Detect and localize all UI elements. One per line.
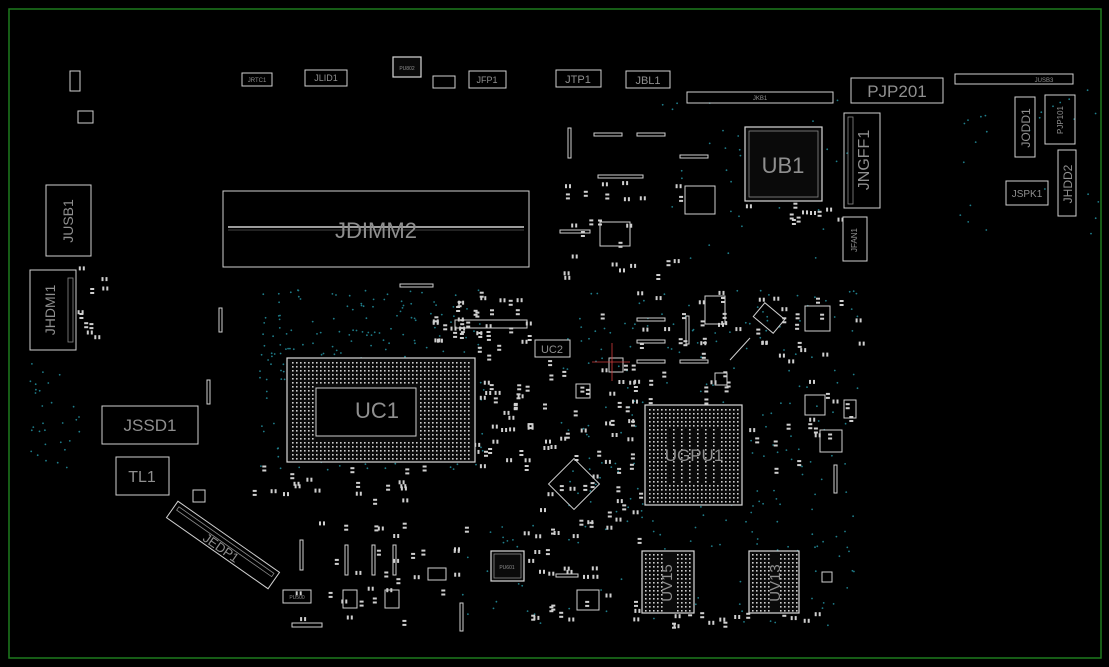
connector-pjp101[interactable]: PJP101 xyxy=(1044,94,1076,145)
board-outline xyxy=(8,8,1102,659)
connector-jfan1[interactable]: JFAN1 xyxy=(842,216,868,262)
connector-jhdmi1[interactable]: JHDMI1 xyxy=(29,269,77,351)
uv15-ball-grid xyxy=(645,554,691,612)
chip-uv13[interactable]: UV13 xyxy=(748,550,800,614)
chip-ugpu1-label: UGPU1 xyxy=(665,446,724,465)
connector-jhdd2-label: JHDD2 xyxy=(1061,164,1075,203)
connector-pjp201[interactable]: PJP201 xyxy=(850,77,944,104)
connector-jedp1[interactable]: JEDP1 xyxy=(165,500,281,590)
chip-uv15[interactable]: UV15 xyxy=(641,550,695,614)
connector-jssd1[interactable]: JSSD1 xyxy=(101,405,199,445)
connector-jlid1[interactable]: JLID1 xyxy=(304,69,348,87)
chip-pu500[interactable]: PU500 xyxy=(282,589,312,604)
misc-outlines xyxy=(69,70,857,632)
connector-jrtc1[interactable]: JRTC1 xyxy=(241,72,273,87)
connector-jbl1[interactable]: JBL1 xyxy=(625,70,671,89)
connector-jodd1[interactable]: JODD1 xyxy=(1014,96,1036,158)
chip-uv15-label: UV15 xyxy=(659,564,676,602)
connector-pjp201-label: PJP201 xyxy=(867,82,927,101)
chip-uc2[interactable]: UC2 xyxy=(534,339,571,358)
connector-jusb3-label: JUSB3 xyxy=(1035,78,1054,84)
connector-jhdd2[interactable]: JHDD2 xyxy=(1057,149,1077,217)
connector-jusb1-label: JUSB1 xyxy=(60,199,76,243)
chip-pu500-label: PU500 xyxy=(289,595,305,601)
chip-uc2-label: UC2 xyxy=(541,344,563,356)
chip-ub1-label: UB1 xyxy=(762,153,805,178)
connector-jfp1[interactable]: JFP1 xyxy=(468,70,507,89)
connector-jfp1-label: JFP1 xyxy=(476,75,497,85)
connector-jrtc1-label: JRTC1 xyxy=(248,78,267,84)
chip-uc1-label: UC1 xyxy=(355,398,399,423)
connector-jodd1-label: JODD1 xyxy=(1019,108,1033,148)
chip-ugpu1[interactable]: UGPU1 xyxy=(644,404,743,506)
connector-jssd1-label: JSSD1 xyxy=(124,416,177,435)
connector-jngff1[interactable]: JNGFF1 xyxy=(843,112,881,209)
via-layer xyxy=(29,89,1100,627)
connector-jhdmi1-label: JHDMI1 xyxy=(42,285,58,336)
cursor-crosshair xyxy=(592,343,630,381)
connector-jlid1-label: JLID1 xyxy=(314,73,338,83)
chip-uc1[interactable]: UC1 xyxy=(286,357,476,463)
chip-ub1[interactable]: UB1 xyxy=(744,126,823,202)
connector-jspk1[interactable]: JSPK1 xyxy=(1005,180,1049,206)
connector-unlabeled xyxy=(432,75,456,89)
uv13-ball-grid xyxy=(752,554,798,612)
connector-jtp1-label: JTP1 xyxy=(565,74,591,86)
chip-pu601[interactable]: PU601 xyxy=(490,550,525,582)
connector-jkb1-label: JKB1 xyxy=(753,96,768,102)
uc1-ball-grid xyxy=(292,362,470,460)
chip-pu601-label: PU601 xyxy=(499,565,515,571)
chip-pu802-label: PU802 xyxy=(399,66,415,72)
connector-jspk1-label: JSPK1 xyxy=(1012,189,1043,200)
connector-jdimm2-label: JDIMM2 xyxy=(335,218,417,243)
component-tl1[interactable]: TL1 xyxy=(115,456,170,496)
connector-jngff1-label: JNGFF1 xyxy=(856,130,873,191)
connector-jusb1[interactable]: JUSB1 xyxy=(45,184,92,257)
connector-jfan1-label: JFAN1 xyxy=(850,227,859,252)
chip-uv13-label: UV13 xyxy=(767,564,784,602)
connector-jusb3[interactable]: JUSB3 xyxy=(954,73,1074,85)
connector-pjp101-label: PJP101 xyxy=(1056,105,1065,134)
connector-jtp1[interactable]: JTP1 xyxy=(555,69,602,88)
component-tl1-label: TL1 xyxy=(128,469,156,486)
connector-jedp1-label: JEDP1 xyxy=(200,530,242,565)
connector-jbl1-label: JBL1 xyxy=(635,75,660,87)
connector-jdimm2[interactable]: JDIMM2 xyxy=(222,190,530,268)
ugpu1-ball-grid xyxy=(649,409,739,503)
connector-jkb1[interactable]: JKB1 xyxy=(686,91,834,104)
chip-pu802[interactable]: PU802 xyxy=(392,56,422,78)
